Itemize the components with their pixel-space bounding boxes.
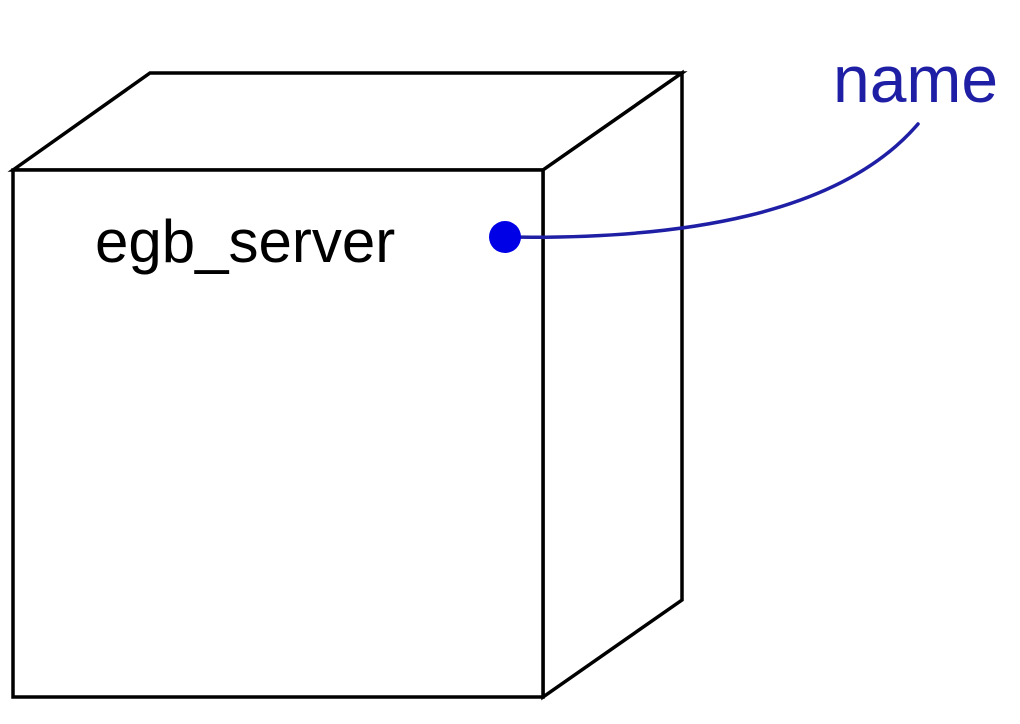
node-box — [7, 69, 688, 701]
node-name-label: egb_server — [95, 208, 395, 275]
annotation-label: name — [833, 42, 998, 116]
node-box-side-face — [541, 69, 684, 701]
annotation-connector-line — [503, 122, 920, 239]
annotation-attachment-dot — [489, 221, 521, 253]
node-box-front-face — [11, 168, 545, 699]
